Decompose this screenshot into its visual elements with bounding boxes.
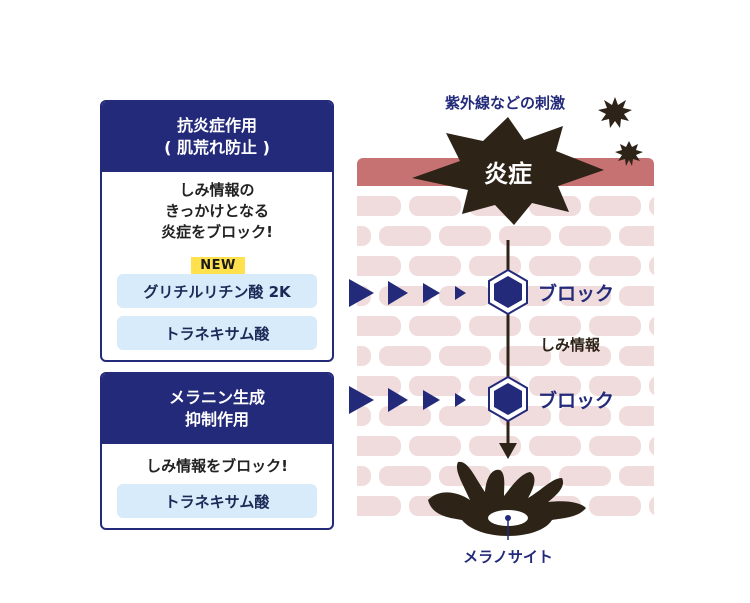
- melanocyte-cell: [428, 461, 586, 536]
- melanin-suppression-card-header: メラニン生成 抑制作用: [102, 374, 332, 444]
- desc-line: 炎症をブロック!: [161, 223, 273, 241]
- ingredient-pill-tranexamic-2: トラネキサム酸: [117, 484, 317, 518]
- melanocyte-label: メラノサイト: [463, 548, 553, 566]
- desc-line: きっかけとなる: [165, 202, 269, 220]
- block-hexagon-icon: [494, 383, 522, 415]
- inflammation-label: 炎症: [484, 160, 532, 188]
- signal-arrow-head: [499, 443, 517, 459]
- anti-inflammation-subtitle: ( 肌荒れ防止 ): [164, 138, 270, 157]
- block-label: ブロック: [538, 389, 614, 412]
- melanin-suppression-subtitle: 抑制作用: [184, 410, 249, 429]
- desc-line: しみ情報の: [179, 181, 255, 199]
- inflammation-burst: [412, 117, 604, 225]
- anti-inflammation-card-header: 抗炎症作用 ( 肌荒れ防止 ): [102, 102, 332, 172]
- melanin-suppression-title: メラニン生成: [168, 388, 265, 407]
- stimulus-burst-icon: [598, 97, 632, 128]
- anti-inflammation-title: 抗炎症作用: [176, 116, 257, 135]
- block-arrows-row-1: [349, 279, 466, 307]
- stimulus-label: 紫外線などの刺激: [445, 94, 566, 112]
- block-hexagon-icon: [494, 276, 522, 308]
- anti-inflammation-description: しみ情報の きっかけとなる 炎症をブロック!: [102, 180, 332, 243]
- signal-label: しみ情報: [540, 336, 601, 354]
- ingredient-pill-glycyrrhizinate: グリチルリチン酸 2K: [117, 274, 317, 308]
- block-arrows-row-2: [349, 386, 466, 414]
- new-badge: NEW: [191, 257, 245, 274]
- melanin-suppression-card: メラニン生成 抑制作用 しみ情報をブロック! トラネキサム酸: [100, 372, 334, 530]
- anti-inflammation-card: 抗炎症作用 ( 肌荒れ防止 ) しみ情報の きっかけとなる 炎症をブロック! N…: [100, 100, 334, 362]
- stimulus-burst-icon: [615, 141, 643, 166]
- melanin-suppression-description: しみ情報をブロック!: [146, 457, 288, 475]
- ingredient-pill-tranexamic-1: トラネキサム酸: [117, 316, 317, 350]
- block-label: ブロック: [538, 282, 614, 305]
